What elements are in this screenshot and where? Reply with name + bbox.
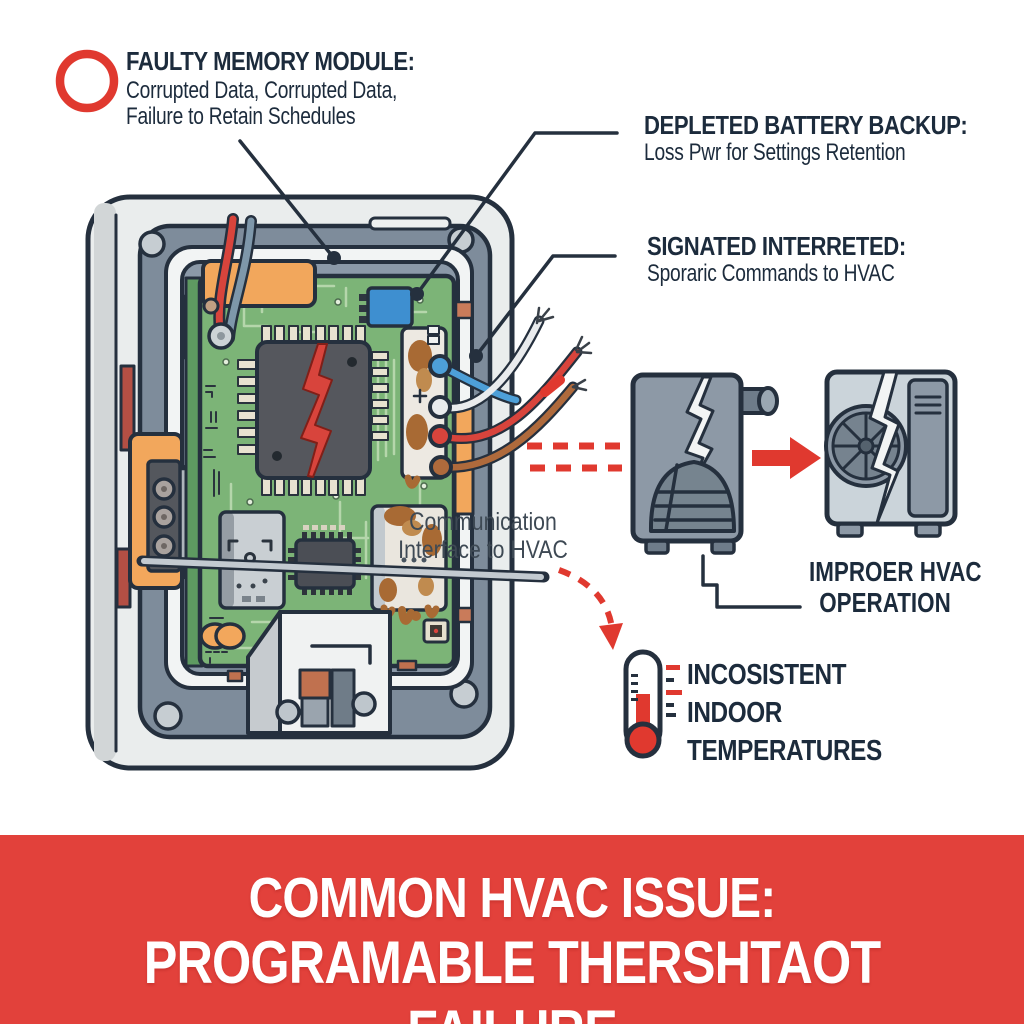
- red-wire: [215, 215, 237, 335]
- depleted-battery-title: DEPLETED BATTERY BACKUP:: [644, 110, 968, 140]
- indicator-pad: [422, 618, 450, 644]
- cracked-memory-chip: [255, 340, 372, 480]
- red-wire: [437, 348, 581, 442]
- inconsistent-temps-label: INCOSISTENT INDOOR TEMPERATURES: [687, 659, 882, 767]
- signal-interrupted-callout-line: [474, 254, 617, 358]
- furnace-label-line: [701, 554, 802, 609]
- brown-wire: [438, 383, 577, 471]
- pointer-rod: [136, 555, 550, 583]
- chip-crack: [300, 343, 333, 478]
- dashed-signal-lines: [527, 442, 622, 472]
- title-banner: COMMON HVAC ISSUE: PROGRAMABLE THERSHTAO…: [0, 835, 1024, 1024]
- mounting-bracket: [246, 610, 392, 735]
- thermostat-circuit-board-illustration: [85, 194, 593, 771]
- cracked-furnace-icon: [630, 372, 802, 609]
- cracked-ac-unit-icon: [824, 369, 958, 538]
- signal-interrupted-body: Sporaric Commands to HVAC: [647, 260, 895, 287]
- banner-title-line2: PROGRAMABLE THERSHTAOT FAILURE: [143, 929, 881, 1024]
- top-wires: [202, 213, 257, 350]
- corroded-module: [370, 504, 448, 625]
- depleted-battery-callout-line: [415, 131, 619, 296]
- communication-interface-label: Communication Interface to HVAC: [398, 508, 568, 564]
- faulty-memory-line1: Corrupted Data, Corrupted Data,: [126, 77, 398, 104]
- depleted-battery-body: Loss Pwr for Settings Retention: [644, 139, 906, 166]
- faulty-memory-callout-line: [238, 139, 335, 259]
- white-wire: [437, 317, 543, 412]
- signal-interrupted-title: SIGNATED INTERRETED:: [647, 231, 906, 261]
- bezel-screws: [138, 226, 479, 731]
- frayed-wire-ends: [535, 306, 593, 392]
- dashed-arrow-down: [557, 567, 623, 650]
- case-depth-band: [94, 203, 116, 761]
- ac-crack: [868, 370, 901, 525]
- red-arrow-right-icon: [752, 437, 821, 479]
- chip-pins: [237, 325, 389, 496]
- corrosion-stains: [379, 506, 442, 621]
- faulty-memory-line2: Failure to Retain Schedules: [126, 103, 356, 130]
- orange-component: [199, 622, 246, 650]
- hvac-wires: [428, 306, 593, 479]
- callout-lines: [238, 131, 619, 363]
- faulty-memory-title: FAULTY MEMORY MODULE:: [126, 46, 415, 76]
- thermometer-scale-ticks: [666, 665, 682, 717]
- case-slot: [368, 216, 452, 231]
- banner-title-line1: COMMON HVAC ISSUE:: [248, 866, 776, 930]
- thermometer-icon: [623, 649, 682, 759]
- improper-hvac-label: IMPROER HVAC OPERATION: [809, 556, 982, 618]
- blue-capacitor: [359, 286, 414, 328]
- red-circle-icon: [55, 49, 119, 113]
- battery-holder: [201, 259, 317, 308]
